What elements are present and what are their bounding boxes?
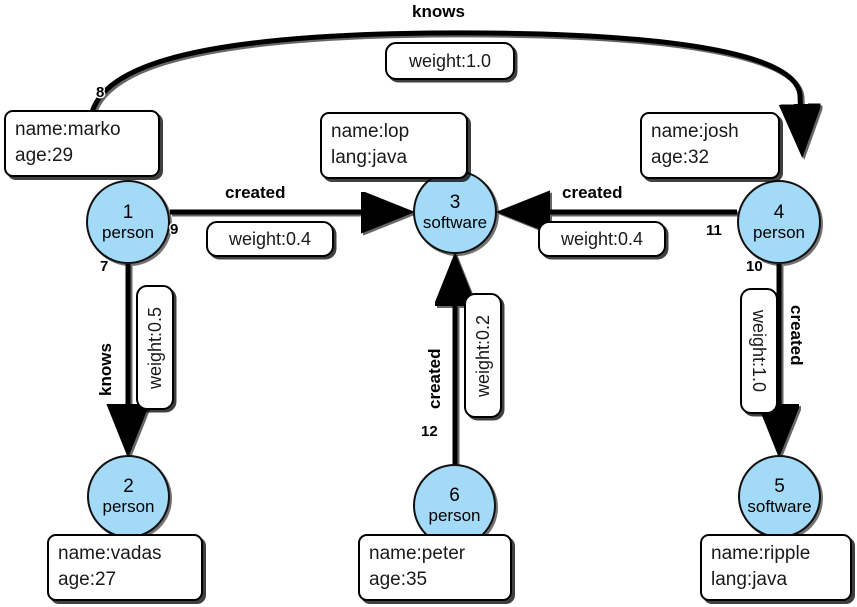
- propbox-node-6[interactable]: name:peter age:35: [358, 534, 512, 601]
- propbox-node-1[interactable]: name:marko age:29: [4, 110, 160, 177]
- node-2-label: person: [102, 497, 155, 516]
- propbox-node-5[interactable]: name:ripple lang:java: [700, 534, 852, 601]
- edge-id-12: 12: [421, 423, 438, 440]
- node-2-id: 2: [123, 476, 134, 497]
- propbox-node-1-line-2: age:29: [15, 145, 74, 166]
- node-6-id: 6: [449, 485, 460, 506]
- weightbox-edge-9-text: weight:0.4: [228, 229, 312, 249]
- weightbox-edge-10[interactable]: weight:1.0: [740, 288, 778, 414]
- propbox-node-4-line-1: name:josh: [651, 121, 739, 142]
- node-1[interactable]: 1 person: [86, 180, 170, 264]
- propbox-node-3-line-2: lang:java: [331, 147, 408, 168]
- node-1-id: 1: [122, 201, 134, 223]
- propbox-node-5-line-2: lang:java: [711, 569, 788, 590]
- edge-id-11: 11: [706, 222, 722, 239]
- weightbox-edge-11[interactable]: weight:0.4: [538, 221, 666, 257]
- edge-label-7: knows: [96, 343, 115, 396]
- weightbox-edge-9[interactable]: weight:0.4: [206, 221, 334, 257]
- node-5[interactable]: 5 software: [738, 455, 821, 538]
- node-1-label: person: [102, 222, 154, 242]
- weightbox-edge-12-text: weight:0.2: [473, 314, 493, 397]
- weightbox-edge-8-text: weight:1.0: [408, 51, 492, 71]
- weightbox-edge-11-text: weight:0.4: [560, 229, 644, 249]
- edge-id-9: 9: [170, 221, 179, 238]
- node-3-label: software: [422, 212, 488, 232]
- propbox-node-5-line-1: name:ripple: [711, 543, 811, 564]
- node-4[interactable]: 4 person: [737, 180, 821, 264]
- node-2[interactable]: 2 person: [87, 455, 170, 538]
- propbox-node-3[interactable]: name:lop lang:java: [320, 112, 468, 179]
- propbox-node-1-line-1: name:marko: [15, 119, 121, 140]
- node-4-label: person: [753, 222, 805, 242]
- weightbox-edge-10-text: weight:1.0: [749, 309, 769, 393]
- weightbox-edge-7[interactable]: weight:0.5: [136, 285, 174, 410]
- propbox-node-2[interactable]: name:vadas age:27: [47, 534, 203, 601]
- node-3[interactable]: 3 software: [413, 170, 497, 254]
- edge-label-11: created: [562, 183, 623, 202]
- edge-label-9: created: [225, 183, 286, 202]
- edge-label-12: created: [425, 348, 444, 409]
- edge-label-10: created: [787, 305, 806, 366]
- propbox-node-3-line-1: name:lop: [331, 121, 410, 142]
- propbox-node-2-line-1: name:vadas: [58, 543, 162, 564]
- propbox-node-6-line-1: name:peter: [369, 543, 466, 564]
- node-5-label: software: [747, 497, 812, 516]
- edge-id-7: 7: [100, 258, 109, 275]
- weightbox-edge-12[interactable]: weight:0.2: [464, 293, 502, 418]
- weightbox-edge-7-text: weight:0.5: [145, 306, 165, 389]
- propbox-node-4[interactable]: name:josh age:32: [640, 112, 780, 179]
- propbox-node-2-line-2: age:27: [58, 569, 117, 590]
- edge-id-8: 8: [96, 84, 105, 101]
- node-5-id: 5: [774, 476, 785, 497]
- weightbox-edge-8[interactable]: weight:1.0: [385, 42, 515, 80]
- node-4-id: 4: [773, 201, 785, 223]
- node-6-label: person: [428, 506, 481, 525]
- node-3-id: 3: [449, 191, 461, 213]
- edge-label-8: knows: [412, 2, 465, 21]
- propbox-node-6-line-2: age:35: [369, 569, 428, 590]
- propbox-node-4-line-2: age:32: [651, 147, 710, 168]
- edge-id-10: 10: [746, 258, 763, 275]
